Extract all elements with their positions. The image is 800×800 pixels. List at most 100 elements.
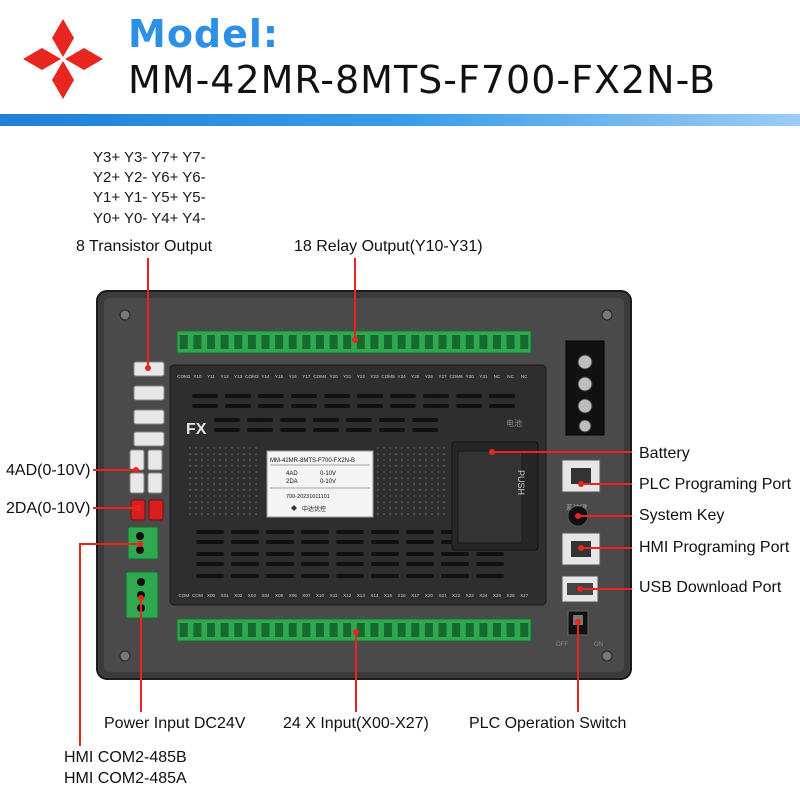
bottom-terminal-label: X15 (384, 593, 393, 598)
bottom-terminal-label: X14 (370, 593, 379, 598)
top-terminal-pin (370, 335, 379, 349)
bottom-terminal-pin (479, 623, 488, 637)
top-terminal-label: Y26 (425, 374, 434, 379)
top-terminal-pin (424, 335, 433, 349)
bottom-terminal-label: X23 (466, 593, 475, 598)
bottom-terminal-label: X17 (411, 593, 420, 598)
bottom-terminal-label: X13 (357, 593, 366, 598)
callout-ad-input: 4AD(0-10V) (6, 462, 91, 479)
bottom-terminal-pin (220, 623, 229, 637)
bottom-terminal-pin (275, 623, 284, 637)
top-terminal-label: Y13 (234, 374, 243, 379)
bottom-terminal-pin (411, 623, 420, 637)
bottom-terminal-pin (329, 623, 338, 637)
top-terminal-pin (288, 335, 297, 349)
bottom-terminal-pin (492, 623, 501, 637)
bottom-terminal-pin (179, 623, 188, 637)
bottom-terminal-pin (384, 623, 393, 637)
transistor-pin-row: Y1+ Y1- Y5+ Y5- (93, 189, 206, 206)
top-terminal-label: COM6 (449, 374, 463, 379)
product-label-brand: 中达优控 (302, 505, 326, 513)
fx-mark: FX (186, 421, 207, 438)
bottom-terminal-label: X02 (234, 593, 243, 598)
power-connector (125, 571, 159, 619)
top-terminal-pin (193, 335, 202, 349)
bottom-terminal-label: X00 (207, 593, 216, 598)
product-label-row: 4AD (286, 471, 298, 477)
callout-usb-port: USB Download Port (639, 579, 782, 596)
top-terminal-label: NC (521, 374, 528, 379)
top-terminal-label: COM2 (177, 374, 191, 379)
model-value: MM-42MR-8MTS-F700-FX2N-B (128, 58, 717, 102)
callout-com-485a: HMI COM2-485A (64, 770, 187, 787)
bottom-terminal-label: X03 (248, 593, 257, 598)
screw-icon (119, 309, 613, 662)
transistor-pin-row: Y2+ Y2- Y6+ Y6- (93, 169, 206, 186)
top-terminal-pin (465, 335, 474, 349)
top-terminal-label: Y16 (289, 374, 298, 379)
com-connector (127, 526, 159, 560)
bottom-terminal-pin (506, 623, 515, 637)
callout-system-key: System Key (639, 507, 725, 524)
bottom-terminal-label: X04 (261, 593, 270, 598)
bottom-terminal-pin (234, 623, 243, 637)
bottom-terminal-label: X06 (289, 593, 298, 598)
bottom-terminal-label: X12 (343, 593, 352, 598)
product-label-row: 0-10V (320, 471, 336, 477)
bottom-terminal-pin (288, 623, 297, 637)
callout-power-input: Power Input DC24V (104, 715, 246, 732)
top-terminal-label: Y14 (261, 374, 270, 379)
top-terminal-pin (247, 335, 256, 349)
top-terminal-pin (179, 335, 188, 349)
top-terminal-label: Y30 (466, 374, 475, 379)
bottom-terminal-label: X05 (275, 593, 284, 598)
top-terminal-label: Y12 (221, 374, 230, 379)
callout-battery: Battery (639, 445, 690, 462)
callout-line-com (79, 543, 140, 746)
top-terminal-label: Y21 (343, 374, 352, 379)
header-divider-bar (0, 114, 800, 126)
bottom-terminal-label: X24 (479, 593, 488, 598)
top-terminal-label: Y15 (275, 374, 284, 379)
top-terminal-label: Y17 (302, 374, 311, 379)
top-terminal-label: COM3 (245, 374, 259, 379)
top-terminal-label: Y22 (357, 374, 366, 379)
bottom-terminal-label: X10 (316, 593, 325, 598)
ad-connector (129, 449, 163, 494)
callout-transistor-output: 8 Transistor Output (76, 238, 213, 255)
top-terminal-pin (234, 335, 243, 349)
bottom-terminal-pin (207, 623, 216, 637)
bottom-terminal-pin (397, 623, 406, 637)
bottom-terminal-pin (520, 623, 529, 637)
top-terminal-label: Y31 (479, 374, 488, 379)
bottom-terminal-pin (424, 623, 433, 637)
bottom-terminal-pin (438, 623, 447, 637)
bottom-terminal-label: X27 (520, 593, 529, 598)
top-terminal-pin (411, 335, 420, 349)
top-terminal-label: Y11 (207, 374, 215, 379)
bottom-terminal-label: COM (178, 593, 189, 598)
top-terminal-pin (492, 335, 501, 349)
top-terminal-pin (220, 335, 229, 349)
bottom-terminal-pin (261, 623, 270, 637)
callout-plc-port: PLC Programing Port (639, 476, 792, 493)
model-label: Model: (128, 12, 280, 56)
top-terminal-pin (520, 335, 529, 349)
top-terminal-pin (343, 335, 352, 349)
top-terminal-pin (302, 335, 311, 349)
bottom-terminal-pin (452, 623, 461, 637)
switch-tag-off: OFF (556, 642, 568, 648)
top-terminal-label: Y25 (411, 374, 420, 379)
small-logo-icon (291, 505, 297, 511)
top-terminal-pin (261, 335, 270, 349)
bottom-terminal-pin (247, 623, 256, 637)
top-terminal-label: NC (494, 374, 501, 379)
top-terminal-label: NC (507, 374, 514, 379)
bottom-terminal-pin (356, 623, 365, 637)
top-terminal-pin (438, 335, 447, 349)
transistor-pin-row: Y3+ Y3- Y7+ Y7- (93, 149, 206, 166)
top-terminal-pin (397, 335, 406, 349)
top-terminal-pin (384, 335, 393, 349)
bottom-terminal-label: X26 (506, 593, 515, 598)
